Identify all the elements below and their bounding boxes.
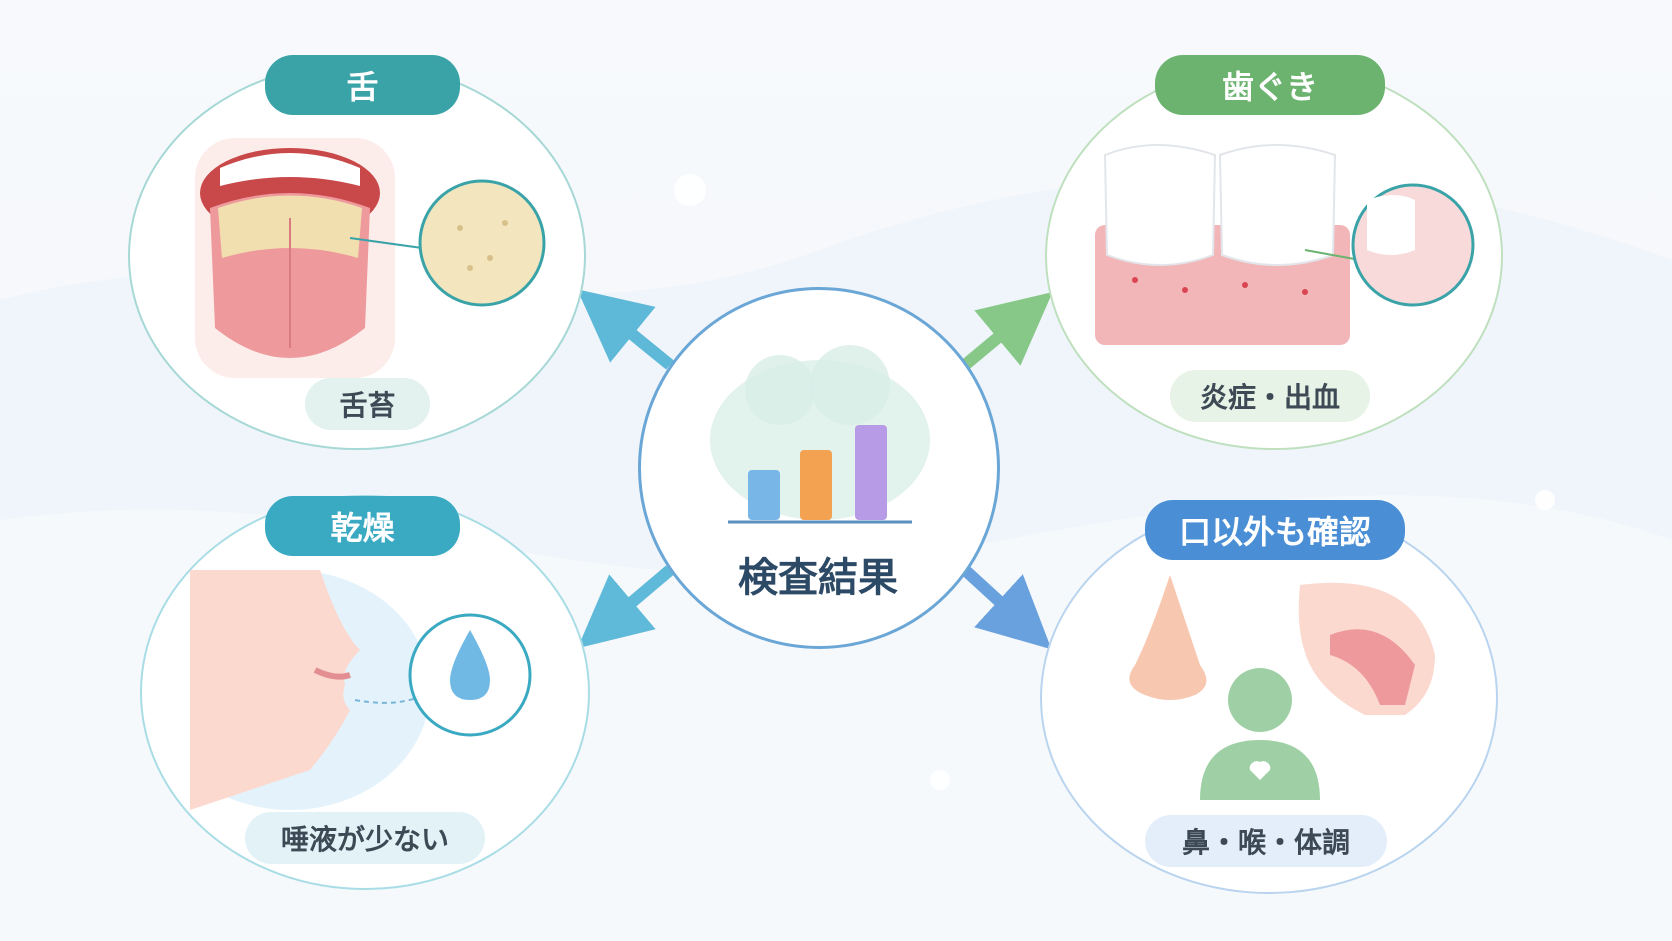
nose-throat-body-icon	[1129, 575, 1435, 800]
other-title: 口以外も確認	[1145, 500, 1405, 560]
saliva-drop-icon	[190, 570, 532, 810]
tongue-coating-icon	[195, 138, 546, 378]
center-label: 検査結果	[738, 555, 898, 601]
bar-chart-icon	[710, 345, 930, 524]
dry-subtitle: 唾液が少ない	[245, 812, 485, 864]
tongue-subtitle: 舌苔	[305, 378, 430, 430]
gums-title: 歯ぐき	[1155, 55, 1385, 115]
arrow-to-dry	[577, 565, 674, 649]
gums-subtitle: 炎症・出血	[1170, 370, 1370, 422]
dry-title: 乾燥	[265, 496, 460, 556]
tongue-title: 舌	[265, 55, 460, 115]
arrow-to-tongue	[577, 289, 674, 370]
arrow-to-gums	[961, 291, 1053, 370]
gum-bleeding-icon	[1095, 144, 1475, 345]
arrow-to-other	[960, 565, 1052, 650]
other-subtitle: 鼻・喉・体調	[1145, 815, 1387, 867]
